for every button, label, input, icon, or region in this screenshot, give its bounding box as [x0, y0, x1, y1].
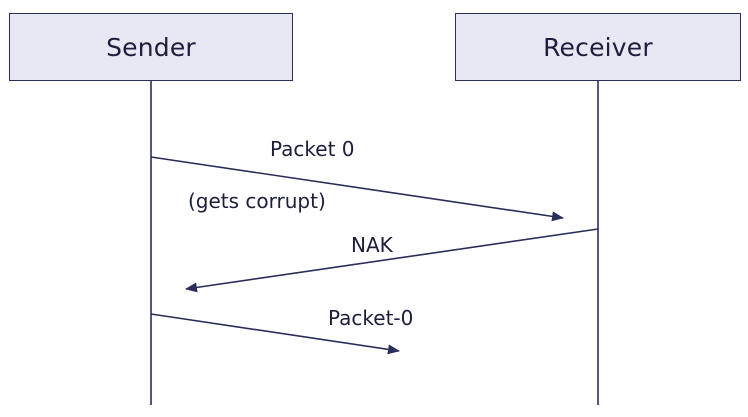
receiver-participant: Receiver — [455, 13, 741, 81]
packet-0-resend-label: Packet-0 — [328, 306, 414, 330]
packet-0-resend-arrow — [150, 313, 400, 355]
sender-participant: Sender — [9, 13, 293, 81]
nak-arrow — [185, 228, 599, 293]
corrupt-note-label: (gets corrupt) — [188, 189, 326, 213]
receiver-label: Receiver — [543, 32, 653, 62]
sender-label: Sender — [106, 32, 196, 62]
packet-0-arrow — [150, 156, 564, 222]
nak-label: NAK — [351, 233, 393, 257]
packet-0-label: Packet 0 — [270, 137, 355, 161]
